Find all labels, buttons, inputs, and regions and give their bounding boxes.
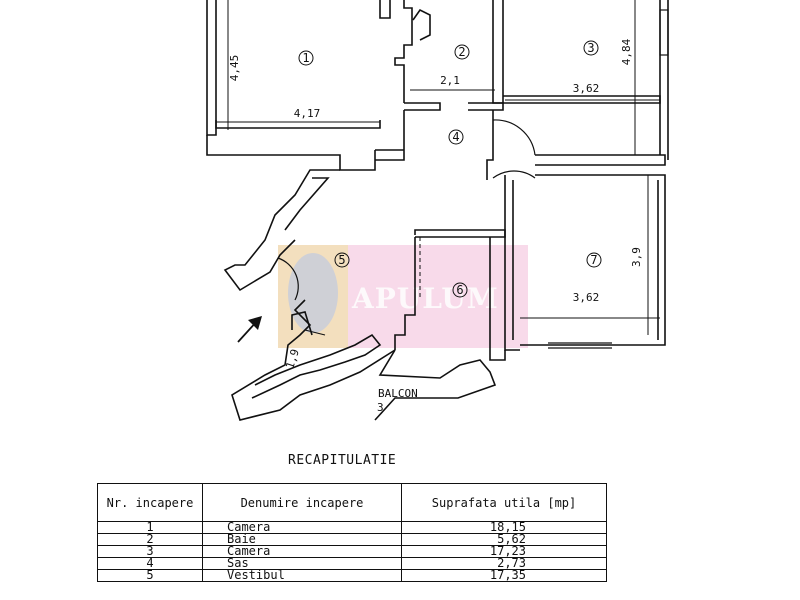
- watermark-text: APULUM: [351, 282, 499, 315]
- room-number: 3: [587, 41, 594, 55]
- room-marker-6: [452, 282, 468, 298]
- dimension-label: 2,1: [440, 74, 460, 87]
- room-number: 6: [456, 283, 463, 297]
- recap-table: Nr. incapere Denumire incapere Suprafata…: [97, 483, 607, 582]
- cell-name: Baie: [202, 533, 402, 546]
- room-number: 4: [452, 130, 459, 144]
- room-marker-2: [454, 44, 470, 60]
- table-row: 2 Baie 5,62: [97, 533, 607, 546]
- table-header-row: Nr. incapere Denumire incapere Suprafata…: [97, 483, 607, 522]
- header-name: Denumire incapere: [202, 483, 402, 522]
- dimension-lines: [216, 0, 660, 336]
- cell-nr: 5: [97, 569, 203, 582]
- room-number: 1: [302, 51, 309, 65]
- balcony-number: 3: [377, 401, 384, 414]
- room-marker-7: [586, 252, 602, 268]
- dimension-label: 4,45: [228, 55, 241, 82]
- dimension-label: 4,84: [620, 38, 633, 65]
- walls: [206, 0, 669, 421]
- room-number: 5: [338, 253, 345, 267]
- dimension-labels: 4,45 4,17 2,1 4,84 3,62 3,9 3,62 1,9: [228, 38, 643, 370]
- table-row: 1 Camera 18,15: [97, 521, 607, 534]
- cell-name: Camera: [202, 521, 402, 534]
- dimension-label: 3,9: [630, 247, 643, 267]
- recap-title: RECAPITULATIE: [288, 453, 397, 468]
- header-nr: Nr. incapere: [97, 483, 203, 522]
- room-marker-4: [448, 129, 464, 145]
- cell-name: Vestibul: [202, 569, 402, 582]
- table-row: 3 Camera 17,23: [97, 545, 607, 558]
- cell-name: Camera: [202, 545, 402, 558]
- table-row: 5 Vestibul 17,35: [97, 569, 607, 582]
- north-arrow-icon: [237, 316, 262, 343]
- cell-area: 17,35: [401, 569, 607, 582]
- room-marker-1: [298, 50, 314, 66]
- room-marker-3: [583, 40, 599, 56]
- watermark: APULUM: [278, 245, 528, 348]
- room-markers: [298, 40, 602, 298]
- dimension-label: 3,62: [573, 291, 600, 304]
- room-numbers: 1 2 3 4 5 6 7: [302, 41, 597, 297]
- floor-plan: APULUM: [206, 0, 669, 421]
- balcony-label: BALCON: [378, 387, 418, 400]
- dimension-label: 1,9: [283, 347, 302, 370]
- dimension-label: 4,17: [294, 107, 321, 120]
- room-number: 7: [590, 253, 597, 267]
- room-marker-5: [334, 252, 350, 268]
- header-area: Suprafata utila [mp]: [401, 483, 607, 522]
- dimension-label: 3,62: [573, 82, 600, 95]
- table-row: 4 Sas 2,73: [97, 557, 607, 570]
- room-number: 2: [458, 45, 465, 59]
